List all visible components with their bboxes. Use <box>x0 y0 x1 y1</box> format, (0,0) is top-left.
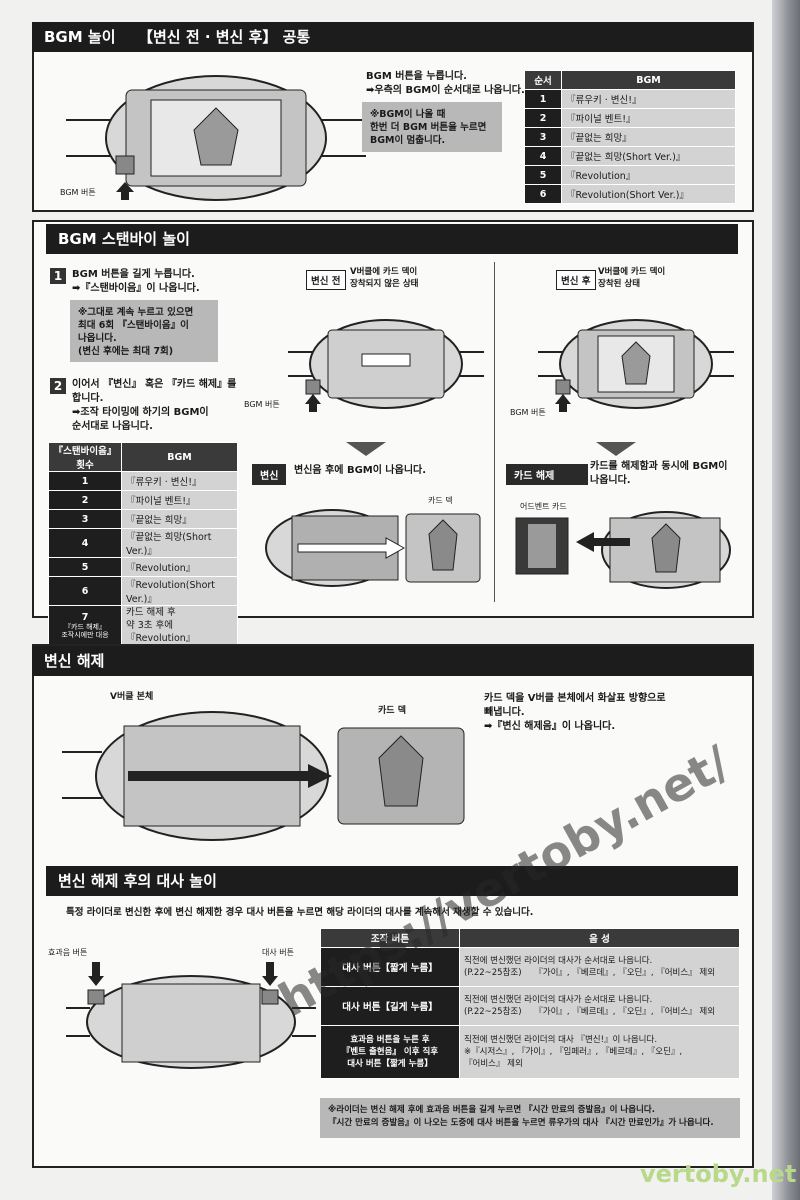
advent-card-label: 어드벤트 카드 <box>520 502 567 511</box>
release-desc: 카드 덱을 V버클 본체에서 화살표 방향으로 빼냅니다. ➡『변신 해제음』이… <box>484 693 666 732</box>
card-release-illustration <box>515 511 731 589</box>
bgm-desc-1: BGM 버튼을 누릅니다. <box>366 71 467 82</box>
step-1-note: ※그대로 계속 누르고 있으면 최대 6회 『스탠바이음』이 나옵니다. (변신… <box>70 300 218 362</box>
vbuckle-illustration <box>66 75 366 201</box>
tag-before-transform: 변신 전 <box>306 270 346 290</box>
bgm-stop-note: ※BGM이 나올 때 한번 더 BGM 버튼을 누르면 BGM이 멈춥니다. <box>362 102 502 152</box>
header-order: 순서 <box>524 70 562 90</box>
vbuckle-body-label: V버클 본체 <box>110 692 154 702</box>
line-play-intro: 특정 라이더로 변신한 후에 변신 해제한 경우 대사 버튼을 누르면 해당 라… <box>66 907 534 918</box>
vbuckle-card-illustration <box>538 319 734 412</box>
table-row: 대사 버튼【길게 누름】직전에 변신했던 라이더의 대사가 순서대로 나옵니다.… <box>320 986 740 1026</box>
watermark-bottom: vertoby.net <box>640 1160 797 1188</box>
bgm-btn-label-after: BGM 버튼 <box>510 408 546 417</box>
table-row: 6『Revolution(Short Ver.)』 <box>524 184 736 204</box>
table-row: 5『Revolution』 <box>48 557 238 577</box>
release-desc: 카드를 해제함과 동시에 BGM이 나옵니다. <box>590 461 728 486</box>
table-row: 7『카드 해제』 조작시에만 대응 카드 해제 후 약 3초 후에 『Revol… <box>48 605 238 646</box>
header-voice: 음 성 <box>459 928 740 948</box>
table-row: 2『파이널 벤트!』 <box>524 108 736 128</box>
table-row: 5『Revolution』 <box>524 165 736 185</box>
bgm-desc-2: ➡우측의 BGM이 순서대로 나옵니다. <box>366 85 525 96</box>
table-row: 대사 버튼【짧게 누름】직전에 변신했던 라이더의 대사가 순서대로 나옵니다.… <box>320 947 740 987</box>
header-bgm: BGM <box>561 70 736 90</box>
release-illustration <box>62 711 465 841</box>
page-edge <box>772 0 800 1200</box>
row7-sub: 『카드 해제』 조작시에만 대응 <box>61 623 109 639</box>
bgm-btn-label-before: BGM 버튼 <box>244 400 280 409</box>
table-row: 효과음 버튼을 누른 후 『벤트 출현음』 이후 직후 대사 버튼【짧게 누름】… <box>320 1025 740 1079</box>
transform-illustration <box>265 509 481 587</box>
bgm-button-label: BGM 버튼 <box>60 188 96 197</box>
table-row: 3『끝없는 희망』 <box>48 509 238 529</box>
row7-num: 7 <box>81 612 89 623</box>
header-op-button: 조작 버튼 <box>320 928 460 948</box>
section-title-bgm-standby: BGM 스탠바이 놀이 <box>46 224 738 254</box>
step-2-badge: 2 <box>50 378 66 394</box>
table-row: 1『류우키 · 변신!』 <box>524 89 736 109</box>
table-row: 2『파이널 벤트!』 <box>48 490 238 510</box>
line-play-footnote: ※라이더는 변신 해제 후에 효과음 버튼을 길게 누르면 『시간 만료의 증발… <box>320 1098 740 1138</box>
step-2-text: 이어서 『변신』 혹은 『카드 해제』를 합니다. ➡조작 타이밍에 하기의 B… <box>72 379 237 432</box>
section-title-line-play: 변신 해제 후의 대사 놀이 <box>46 866 738 896</box>
step-1-text: BGM 버튼을 길게 누릅니다. ➡『스탠바이음』이 나옵니다. <box>72 269 200 294</box>
table-row: 6『Revolution(Short Ver.)』 <box>48 576 238 606</box>
tag-transform: 변신 <box>252 464 287 485</box>
column-divider <box>494 262 495 602</box>
row7-value: 카드 해제 후 약 3초 후에 『Revolution』 <box>121 605 238 646</box>
line-button-label: 대사 버튼 <box>262 948 294 957</box>
table-row: 4『끝없는 희망(Short Ver.)』 <box>524 146 736 166</box>
transform-desc: 변신음 후에 BGM이 나옵니다. <box>294 465 427 476</box>
table-row: 4『끝없는 희망(Short Ver.)』 <box>48 528 238 558</box>
header-count: 『스탠바이음』 횟수 <box>48 442 122 472</box>
line-play-illustration <box>66 962 316 1069</box>
sfx-button-label: 효과음 버튼 <box>48 948 88 957</box>
table-row: 3『끝없는 희망』 <box>524 127 736 147</box>
header-bgm: BGM <box>121 442 238 472</box>
after-desc: V버클에 카드 덱이 장착된 상태 <box>598 267 666 289</box>
section-title-bgm-play: BGM 놀이 【변신 전 · 변신 후】 공통 <box>32 22 752 52</box>
vbuckle-empty-illustration <box>288 319 484 412</box>
card-deck-label-1: 카드 덱 <box>428 496 453 505</box>
down-arrow-right <box>596 442 636 456</box>
tag-after-transform: 변신 후 <box>556 270 596 290</box>
section-title-transform-release: 변신 해제 <box>32 646 752 676</box>
tag-card-release: 카드 해제 <box>506 464 588 485</box>
down-arrow-left <box>346 442 386 456</box>
before-desc: V버클에 카드 덱이 장착되지 않은 상태 <box>350 267 419 289</box>
step-1-badge: 1 <box>50 268 66 284</box>
card-deck-label-2: 카드 덱 <box>378 706 406 716</box>
table-row: 1『류우키 · 변신!』 <box>48 471 238 491</box>
